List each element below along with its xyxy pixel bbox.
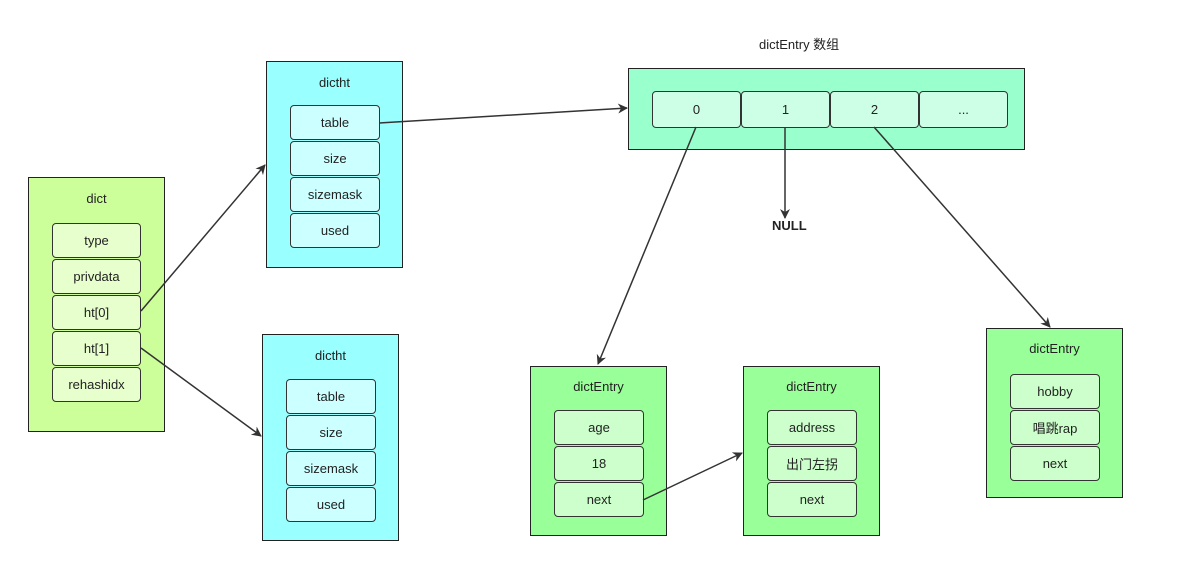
array-slot-1: 1 <box>741 91 830 128</box>
dictentry-array-box: 0 1 2 ... <box>628 68 1025 150</box>
arrow-slot0-to-entry-a <box>596 126 697 365</box>
dictht-0-field-used: used <box>290 213 380 248</box>
array-title: dictEntry 数组 <box>759 37 840 52</box>
array-slot-0: 0 <box>652 91 741 128</box>
dict-title: dict <box>86 191 107 206</box>
arrow-ht1-to-dictht1 <box>140 347 262 437</box>
dictht-0-title: dictht <box>318 75 351 90</box>
dictentry-c-value: 唱跳rap <box>1010 410 1100 445</box>
dictht-1-field-table: table <box>286 379 376 414</box>
null-label: NULL <box>772 218 807 233</box>
dictentry-a-title: dictEntry <box>573 379 624 394</box>
dictht-0-field-table: table <box>290 105 380 140</box>
dictentry-a-key: age <box>554 410 644 445</box>
dictentry-c-title: dictEntry <box>1029 341 1080 356</box>
dictentry-a-value: 18 <box>554 446 644 481</box>
dictht-0-field-size: size <box>290 141 380 176</box>
dictentry-b-value: 出门左拐 <box>767 446 857 481</box>
dict-box: dict type privdata ht[0] ht[1] rehashidx <box>28 177 165 432</box>
dictht-0-box: dictht table size sizemask used <box>266 61 403 268</box>
dict-field-privdata: privdata <box>52 259 141 294</box>
dictentry-c-key: hobby <box>1010 374 1100 409</box>
array-slot-ellipsis: ... <box>919 91 1008 128</box>
dictht-1-box: dictht table size sizemask used <box>262 334 399 541</box>
dictht-1-field-sizemask: sizemask <box>286 451 376 486</box>
dictht-1-field-used: used <box>286 487 376 522</box>
arrow-ht0-to-dictht0 <box>140 164 266 312</box>
dict-field-type: type <box>52 223 141 258</box>
dict-field-ht0: ht[0] <box>52 295 141 330</box>
dictht-0-field-sizemask: sizemask <box>290 177 380 212</box>
dictentry-a-box: dictEntry age 18 next <box>530 366 667 536</box>
dictht-1-title: dictht <box>314 348 347 363</box>
dictentry-a-next: next <box>554 482 644 517</box>
arrow-next-to-entry-b <box>642 452 743 501</box>
dictht-1-field-size: size <box>286 415 376 450</box>
dictentry-c-box: dictEntry hobby 唱跳rap next <box>986 328 1123 498</box>
arrow-table-to-array <box>378 103 628 124</box>
dictentry-b-box: dictEntry address 出门左拐 next <box>743 366 880 536</box>
dictentry-b-title: dictEntry <box>786 379 837 394</box>
dict-field-ht1: ht[1] <box>52 331 141 366</box>
dictentry-b-next: next <box>767 482 857 517</box>
dict-field-rehashidx: rehashidx <box>52 367 141 402</box>
arrow-slot2-to-entry-c <box>873 126 1051 328</box>
dictentry-b-key: address <box>767 410 857 445</box>
dictentry-c-next: next <box>1010 446 1100 481</box>
